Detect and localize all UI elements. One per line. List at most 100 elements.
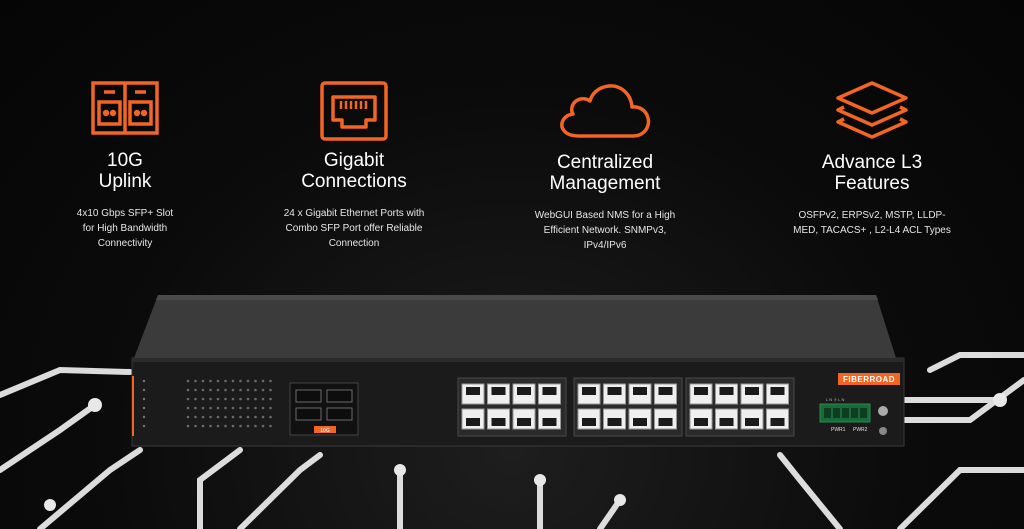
status-led bbox=[269, 398, 272, 401]
svg-text:L N ⏚ L N: L N ⏚ L N bbox=[826, 396, 844, 402]
status-led bbox=[217, 380, 220, 383]
status-led bbox=[269, 389, 272, 392]
feature-title: GigabitConnections bbox=[254, 150, 454, 192]
status-led bbox=[209, 380, 212, 383]
status-led bbox=[239, 398, 242, 401]
layers-icon bbox=[772, 80, 972, 152]
status-led bbox=[232, 407, 235, 410]
status-led bbox=[269, 380, 272, 383]
ethernet-port-icon bbox=[254, 80, 454, 150]
status-led bbox=[254, 380, 257, 383]
rj45-ports bbox=[458, 378, 794, 436]
status-led bbox=[239, 380, 242, 383]
status-led bbox=[194, 416, 197, 419]
brand-badge: FIBERROAD bbox=[838, 373, 900, 385]
status-led bbox=[202, 380, 205, 383]
uplink-label: 10G bbox=[320, 428, 330, 434]
status-led bbox=[239, 407, 242, 410]
pwr1-label: PWR1 bbox=[831, 427, 846, 433]
feature-description: 24 x Gigabit Ethernet Ports withCombo SF… bbox=[269, 206, 439, 251]
status-led bbox=[269, 425, 272, 428]
status-led bbox=[224, 389, 227, 392]
status-led bbox=[194, 389, 197, 392]
status-led bbox=[239, 425, 242, 428]
network-switch-image: 10G FIBERROAD L N ⏚ L N PWR1 PWR2 bbox=[126, 290, 906, 450]
status-led bbox=[202, 398, 205, 401]
feature-description: WebGUI Based NMS for a HighEfficient Net… bbox=[520, 208, 690, 253]
status-led bbox=[194, 407, 197, 410]
status-led bbox=[209, 389, 212, 392]
status-led bbox=[232, 398, 235, 401]
feature-gigabit-connections: GigabitConnections 24 x Gigabit Ethernet… bbox=[254, 80, 454, 251]
status-led bbox=[247, 407, 250, 410]
features-section: 10GUplink 4x10 Gbps SFP+ Slotfor High Ba… bbox=[0, 0, 1024, 270]
pwr2-label: PWR2 bbox=[853, 427, 868, 433]
sfp-slot-icon bbox=[25, 80, 225, 150]
status-led bbox=[194, 380, 197, 383]
status-led bbox=[187, 407, 190, 410]
status-led bbox=[194, 398, 197, 401]
status-led bbox=[232, 389, 235, 392]
status-led bbox=[194, 425, 197, 428]
feature-advance-l3: Advance L3Features OSFPv2, ERPSv2, MSTP,… bbox=[772, 80, 972, 238]
status-led bbox=[217, 425, 220, 428]
status-led bbox=[262, 407, 265, 410]
status-led bbox=[187, 380, 190, 383]
status-led bbox=[209, 416, 212, 419]
status-led bbox=[209, 425, 212, 428]
status-led bbox=[262, 398, 265, 401]
status-led bbox=[217, 416, 220, 419]
status-led bbox=[269, 407, 272, 410]
status-led bbox=[224, 416, 227, 419]
ground-screw-icon bbox=[878, 406, 888, 416]
status-led bbox=[254, 389, 257, 392]
status-led bbox=[269, 416, 272, 419]
status-led bbox=[232, 380, 235, 383]
status-led bbox=[202, 416, 205, 419]
status-led bbox=[247, 416, 250, 419]
status-led bbox=[254, 407, 257, 410]
status-led bbox=[247, 389, 250, 392]
status-led bbox=[187, 389, 190, 392]
status-led bbox=[262, 389, 265, 392]
status-led bbox=[239, 416, 242, 419]
status-led bbox=[187, 416, 190, 419]
status-led bbox=[187, 398, 190, 401]
status-led bbox=[224, 425, 227, 428]
status-led bbox=[262, 425, 265, 428]
status-led bbox=[209, 407, 212, 410]
status-led bbox=[202, 407, 205, 410]
status-led bbox=[224, 407, 227, 410]
status-led bbox=[224, 398, 227, 401]
status-led bbox=[254, 398, 257, 401]
screw-icon bbox=[879, 427, 887, 435]
status-led bbox=[239, 389, 242, 392]
status-led bbox=[217, 389, 220, 392]
status-led bbox=[217, 407, 220, 410]
status-led bbox=[254, 425, 257, 428]
status-led bbox=[209, 398, 212, 401]
sfp-plus-ports: 10G bbox=[290, 383, 358, 435]
status-led bbox=[262, 416, 265, 419]
brand-name: FIBERROAD bbox=[843, 375, 895, 384]
status-led bbox=[254, 416, 257, 419]
status-led bbox=[262, 380, 265, 383]
status-led bbox=[247, 425, 250, 428]
feature-10g-uplink: 10GUplink 4x10 Gbps SFP+ Slotfor High Ba… bbox=[25, 80, 225, 251]
status-led bbox=[247, 380, 250, 383]
status-led bbox=[224, 380, 227, 383]
feature-description: 4x10 Gbps SFP+ Slotfor High BandwidthCon… bbox=[40, 206, 210, 251]
status-led bbox=[232, 416, 235, 419]
status-led bbox=[247, 398, 250, 401]
feature-title: Advance L3Features bbox=[772, 152, 972, 194]
feature-title: CentralizedManagement bbox=[505, 152, 705, 194]
status-led bbox=[232, 425, 235, 428]
status-led bbox=[217, 398, 220, 401]
feature-centralized-management: CentralizedManagement WebGUI Based NMS f… bbox=[505, 80, 705, 253]
feature-title: 10GUplink bbox=[25, 150, 225, 192]
status-led bbox=[187, 425, 190, 428]
status-led bbox=[202, 425, 205, 428]
status-led bbox=[202, 389, 205, 392]
cloud-icon bbox=[505, 80, 705, 152]
feature-description: OSFPv2, ERPSv2, MSTP, LLDP-MED, TACACS+ … bbox=[787, 208, 957, 238]
